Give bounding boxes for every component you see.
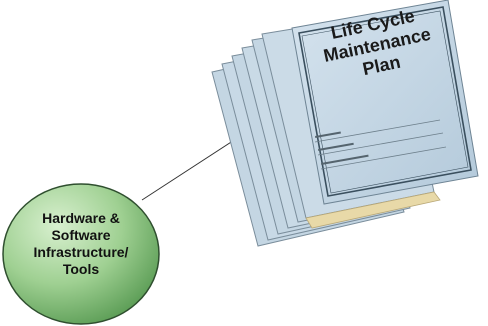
node-circle [2,183,160,325]
front-page [291,0,479,205]
form-lines [314,119,447,170]
node-label-line-4: Tools [62,261,100,277]
node-label-line-2: Software [51,227,111,243]
form-labels [315,131,369,165]
node-label-line-3: Infrastructure/ [33,244,129,260]
document-stack [211,0,479,247]
node-label: Hardware & Software Infrastructure/ Tool… [6,210,156,278]
page-edge-tan [305,191,441,229]
node-label-line-1: Hardware & [42,210,120,226]
